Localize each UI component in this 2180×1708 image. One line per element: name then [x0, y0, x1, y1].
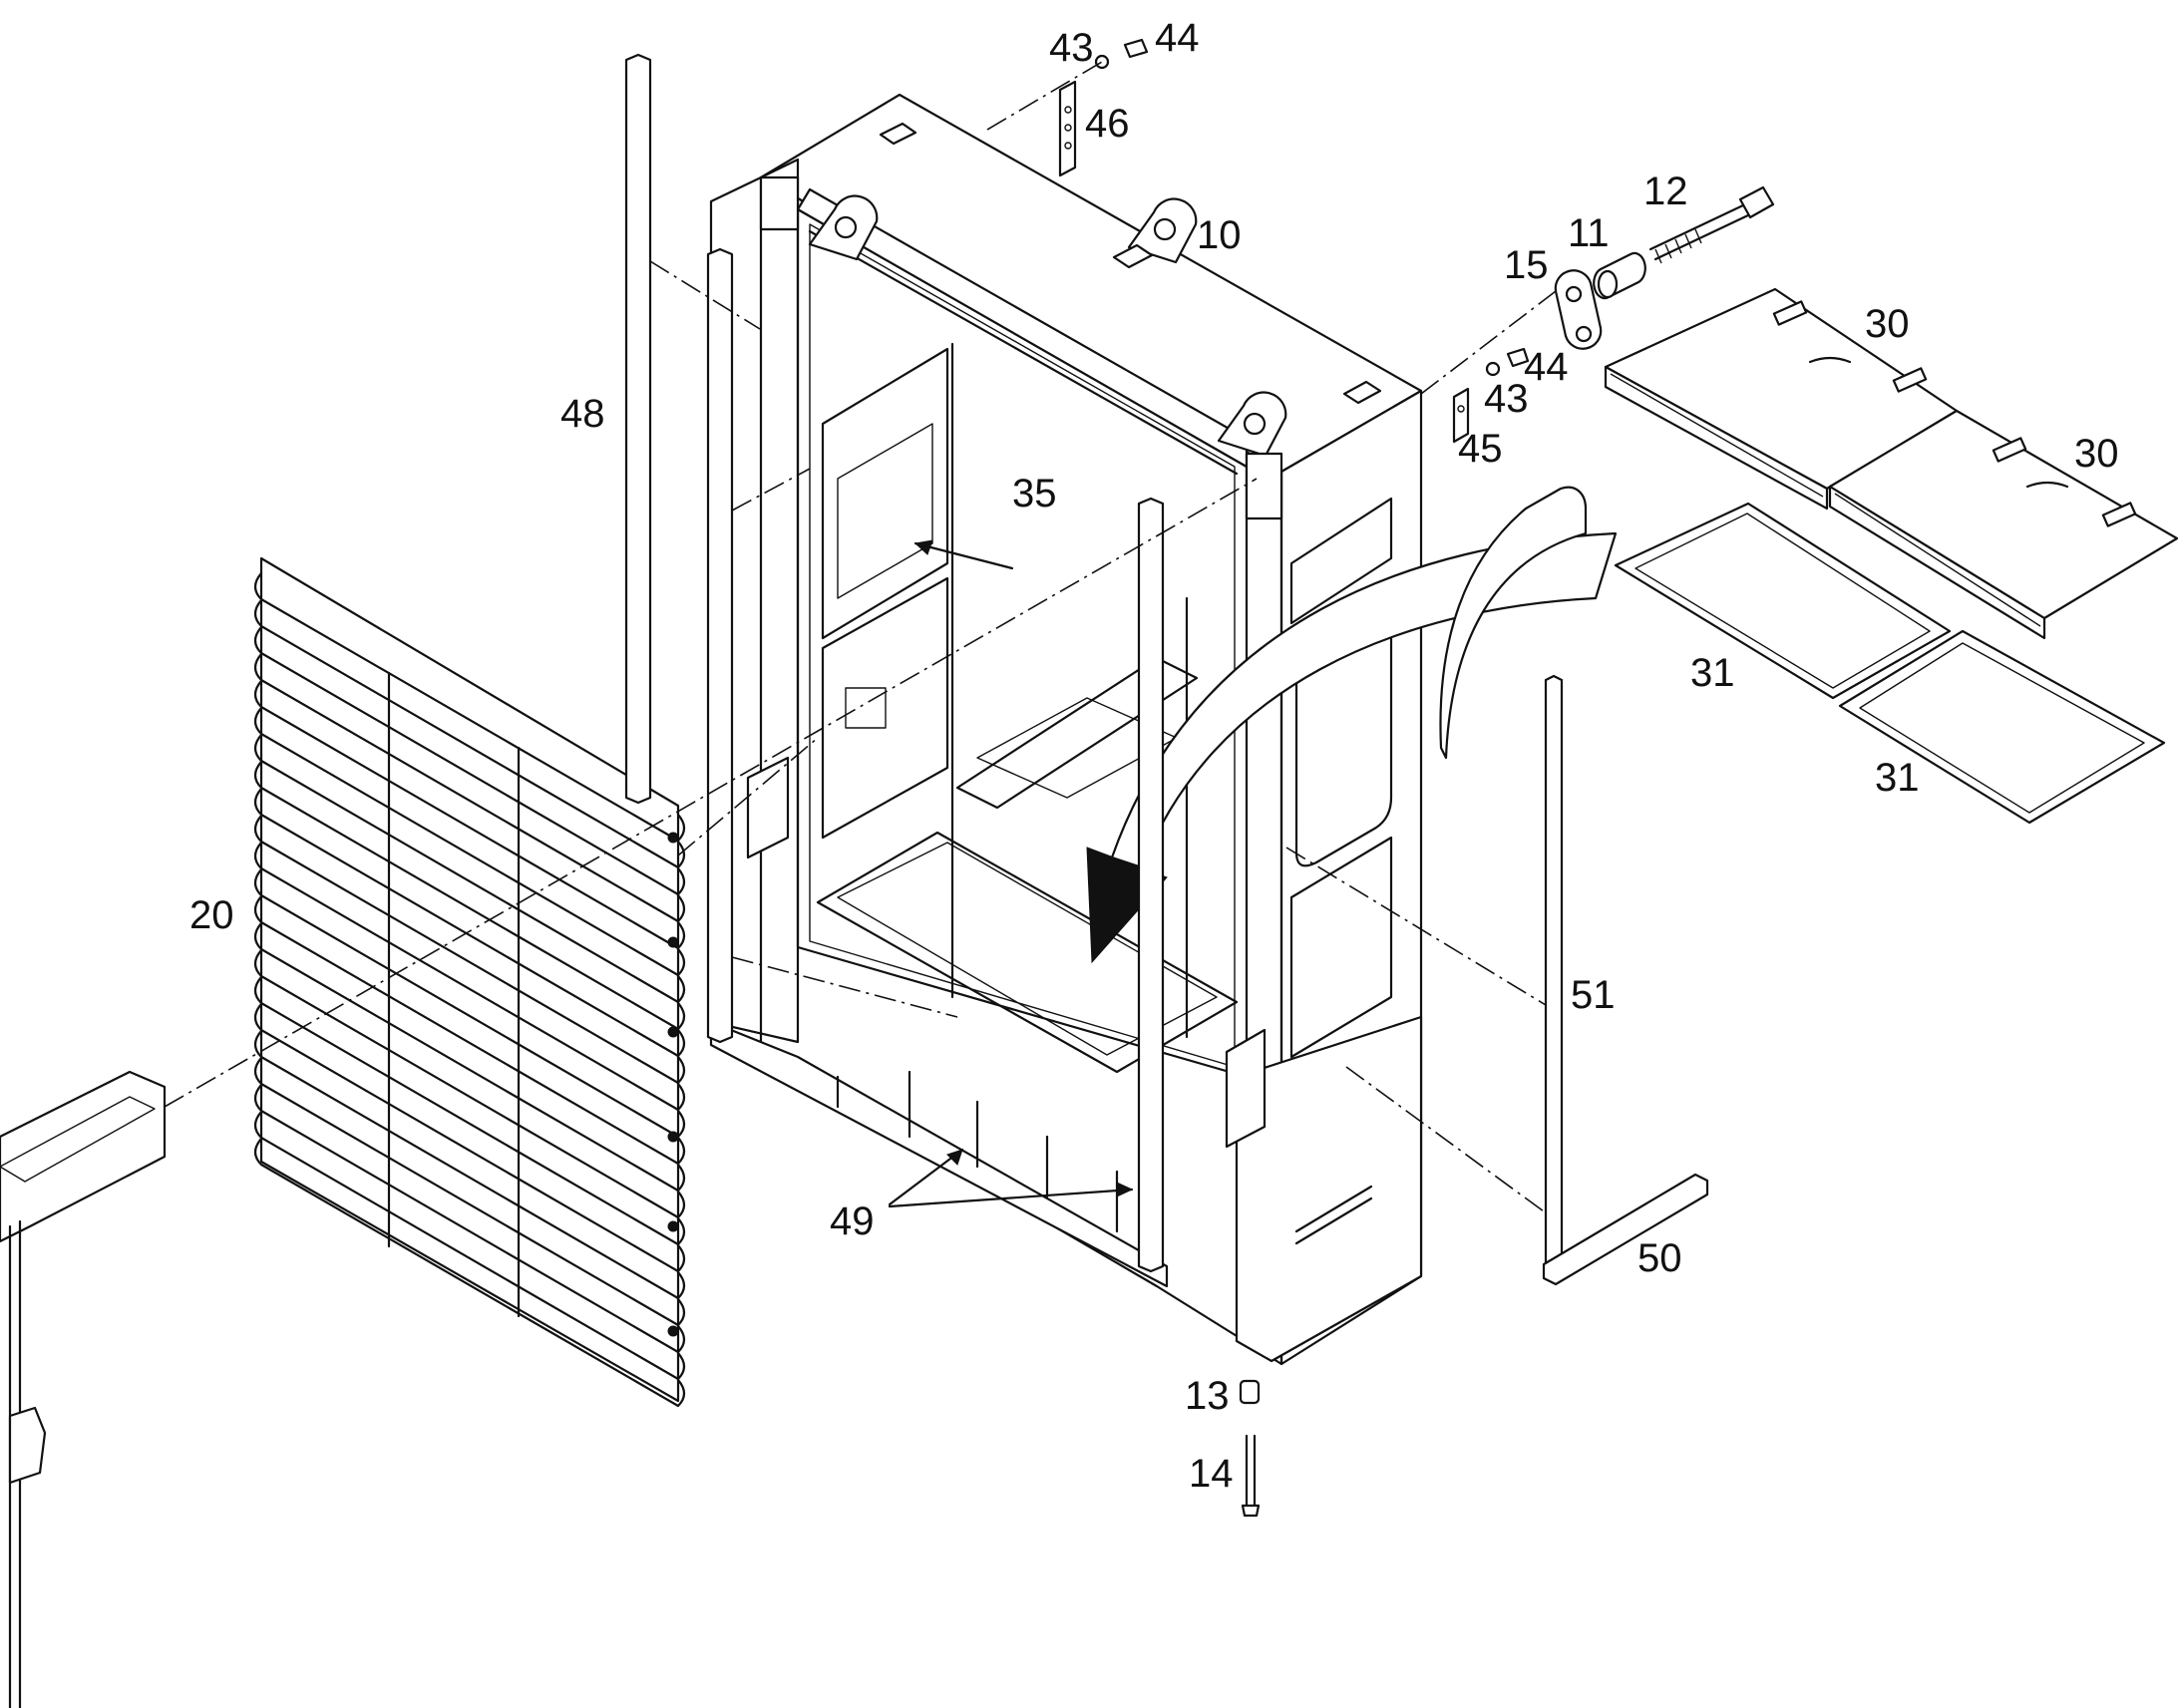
lid-panel-30-right: [1828, 409, 2179, 640]
bracket-45: [1452, 387, 1470, 444]
callout-15: 15: [1504, 243, 1549, 287]
louver-blade: [253, 1029, 686, 1300]
louver-blade: [253, 787, 686, 1058]
louver-blade: [253, 948, 686, 1219]
callout-48: 48: [560, 392, 605, 436]
louver-blade: [253, 733, 686, 1004]
seal-strip-49-right: [1137, 497, 1165, 1273]
callout-13: 13: [1185, 1374, 1230, 1418]
callout-10: 10: [1197, 213, 1242, 257]
louver-grille: [253, 556, 686, 1408]
callout-30: 30: [1865, 302, 1910, 346]
callout-35: 35: [1012, 472, 1057, 515]
louver-blade: [253, 625, 686, 896]
louver-blade: [253, 679, 686, 950]
callout-44: 44: [1155, 16, 1200, 60]
callout-12: 12: [1643, 170, 1688, 213]
louver-blade: [253, 1083, 686, 1354]
seal-strip-50: [1542, 1173, 1709, 1286]
spacer-11: [1593, 251, 1646, 300]
callout-50: 50: [1637, 1236, 1682, 1280]
louver-blade: [253, 975, 686, 1246]
lifting-lug-15: [1554, 269, 1603, 350]
gasket-31-left: [1614, 502, 1952, 700]
louver-blade: [253, 1056, 686, 1327]
louver-blade: [253, 814, 686, 1085]
callout-43: 43: [1484, 377, 1529, 421]
bolt-12: [1648, 185, 1775, 264]
callout-49: 49: [830, 1199, 875, 1243]
cabinet-frame: [709, 93, 1423, 1366]
louver-blade: [253, 867, 686, 1139]
bracket-46: [1058, 80, 1077, 177]
gasket-31-right: [1838, 629, 2166, 825]
louver-blade: [253, 760, 686, 1031]
seal-strip-51: [1544, 674, 1564, 1270]
callout-31: 31: [1875, 756, 1920, 800]
assembly-centerlines: [164, 61, 1557, 1212]
louver-blade: [253, 571, 686, 843]
callout-31: 31: [1690, 651, 1735, 695]
callout-46: 46: [1085, 102, 1130, 146]
louver-blade: [253, 921, 686, 1193]
louver-blade: [253, 894, 686, 1166]
louver-blade: [253, 598, 686, 869]
foot-13: [1239, 1379, 1261, 1405]
screw-set-right: [1485, 347, 1530, 377]
louver-blade: [253, 652, 686, 923]
callout-20: 20: [189, 893, 234, 937]
side-panel: [1439, 486, 1588, 760]
callout-30: 30: [2074, 432, 2119, 476]
lifting-fork-bracket: [0, 1070, 167, 1708]
leader-lines: [888, 539, 1134, 1208]
louver-blade: [253, 1002, 686, 1273]
louver-blade: [253, 1137, 686, 1408]
louver-blade: [253, 841, 686, 1112]
callout-14: 14: [1189, 1452, 1234, 1496]
screw-set-top: [1094, 38, 1149, 70]
louver-blade: [253, 706, 686, 977]
callout-11: 11: [1568, 211, 1610, 255]
bolt-14: [1241, 1434, 1261, 1518]
callout-51: 51: [1571, 973, 1616, 1017]
callout-43: 43: [1049, 26, 1094, 70]
seal-strip-49-left: [706, 247, 734, 1044]
callout-45: 45: [1458, 427, 1503, 471]
callout-44: 44: [1524, 345, 1569, 389]
louver-blade: [253, 1110, 686, 1381]
seal-strip-48: [624, 53, 652, 805]
